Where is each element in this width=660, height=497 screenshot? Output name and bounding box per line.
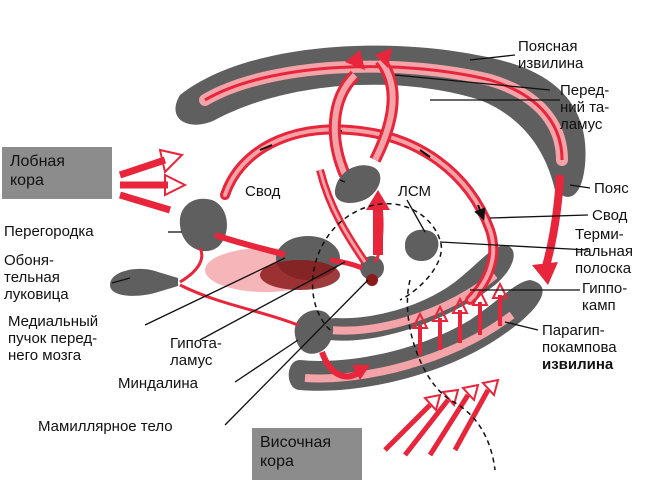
terminal-stria-line-1: Терми-: [575, 226, 624, 243]
hippocampus-line-2: камп: [582, 297, 616, 314]
cingulate-gyrus-label: Поясная извилина: [518, 38, 583, 72]
olfactory-bulb-line-2: тельная: [4, 269, 60, 286]
frontal-cortex-box: Лобная кора: [2, 147, 112, 199]
temporal-cortex-line-2: кора: [260, 453, 294, 470]
olfactory-to-amygdala-path: [179, 283, 299, 327]
olfactory-bulb-label: Обоня- тельная луковица: [4, 252, 69, 303]
septum-label: Перегородка: [4, 223, 94, 240]
cingulum-label: Пояс: [594, 180, 629, 197]
fornix-right-label: Свод: [592, 207, 628, 224]
temporal-cortex-arrowheads: [423, 378, 500, 413]
parahippocampal-line-2: покампова: [542, 339, 617, 356]
mfb-line-3: него мозга: [8, 347, 82, 364]
temporal-cortex-box: Височная кора: [252, 428, 362, 480]
olfactory-bulb-line-3: луковица: [4, 286, 69, 303]
cingulate-arrowhead-left: [345, 50, 365, 70]
parahippocampal-red-band: [304, 311, 515, 383]
mfb-line-1: Медиальный: [8, 313, 99, 330]
amygdala-label: Миндалина: [118, 375, 199, 392]
mammillary-body-shape: [360, 256, 384, 280]
thalamus-to-mammillary-path: [373, 199, 384, 263]
medial-forebrain-bundle-dark: [260, 260, 340, 290]
terminal-stria-line-3: полоска: [575, 260, 632, 277]
hippocampus-label: Гиппо- камп: [582, 280, 627, 314]
amygdala-shape: [294, 310, 334, 354]
cingulum-descending-arrowhead: [532, 262, 558, 285]
parahippocampal-gyrus-shape: [288, 280, 543, 391]
cingulate-to-thalamus-path-inner: [331, 72, 358, 177]
terminal-stria-label: Терми- нальная полоска: [575, 226, 633, 277]
medial-forebrain-bundle-label: Медиальный пучок перед- него мозга: [8, 313, 98, 364]
lsm-shape: [404, 229, 439, 262]
parahippocampal-to-hippocampus-arrows: [418, 295, 502, 355]
amygdala-arrowhead: [352, 365, 370, 380]
parahippocampal-arrowheads: [411, 281, 509, 329]
lsm-label: ЛСМ: [398, 183, 432, 200]
terminal-stria-line-2: нальная: [575, 243, 633, 260]
hypothalamus-line-1: Гипота-: [170, 335, 222, 352]
anterior-thalamus-line-1: Перед-: [560, 82, 610, 99]
cingulate-gyrus-line-1: Поясная: [518, 38, 578, 55]
hypothalamus-label: Гипота- ламус: [170, 335, 222, 369]
terminal-stria-dashed: [311, 202, 443, 331]
cingulate-arrowhead-right: [375, 48, 392, 68]
amygdala-to-hippocampus-path: [319, 350, 362, 380]
anterior-thalamus-shape: [334, 165, 381, 203]
frontal-cortex-arrow-1: [118, 156, 167, 179]
terminal-stria-dashed-2: [406, 279, 496, 471]
mammillary-body-small: [366, 274, 378, 286]
anterior-thalamus-line-3: ламус: [560, 116, 603, 133]
parahippocampal-gyrus-label: Парагип- покампова извилина: [542, 322, 617, 373]
fornix-center-label: Свод: [245, 183, 281, 200]
hypothalamus-line-2: ламус: [170, 352, 213, 369]
septum-shape: [179, 198, 227, 252]
mammillary-body-label: Мамиллярное тело: [38, 418, 173, 435]
anterior-thalamus-line-2: ний та-: [560, 99, 610, 116]
frontal-cortex-line-2: кора: [10, 172, 44, 189]
cingulate-gyrus-line-2: извилина: [518, 55, 584, 72]
olfactory-bulb-shape: [110, 268, 178, 296]
temporal-cortex-line-1: Височная: [260, 434, 332, 451]
septum-to-hypothalamus-path: [214, 232, 286, 258]
frontal-cortex-arrow-3: [118, 191, 172, 214]
hypothalamus-to-mammillary-path: [329, 257, 363, 271]
parahippocampal-line-3: извилина: [542, 356, 614, 373]
cingulum-descending-arrow: [541, 174, 564, 272]
leader-lines: [111, 54, 591, 426]
thalamus-to-cingulate-path-inner: [372, 58, 396, 162]
cingulum-red-line: [204, 65, 564, 161]
parahippocampal-line-1: Парагип-: [542, 322, 605, 339]
frontal-cortex-arrowhead-2: [164, 173, 188, 197]
frontal-cortex-arrowhead-1: [158, 148, 184, 174]
olfactory-to-septum-path: [179, 247, 204, 284]
anterior-thalamus-label: Перед- ний та- ламус: [560, 82, 609, 133]
olfactory-bulb-line-1: Обоня-: [4, 252, 55, 269]
hippocampus-shape: [319, 245, 514, 341]
frontal-cortex-line-1: Лобная: [10, 153, 65, 170]
mfb-line-2: пучок перед-: [8, 330, 98, 347]
temporal-cortex-arrows: [383, 388, 491, 457]
hippocampus-line-1: Гиппо-: [582, 280, 628, 297]
